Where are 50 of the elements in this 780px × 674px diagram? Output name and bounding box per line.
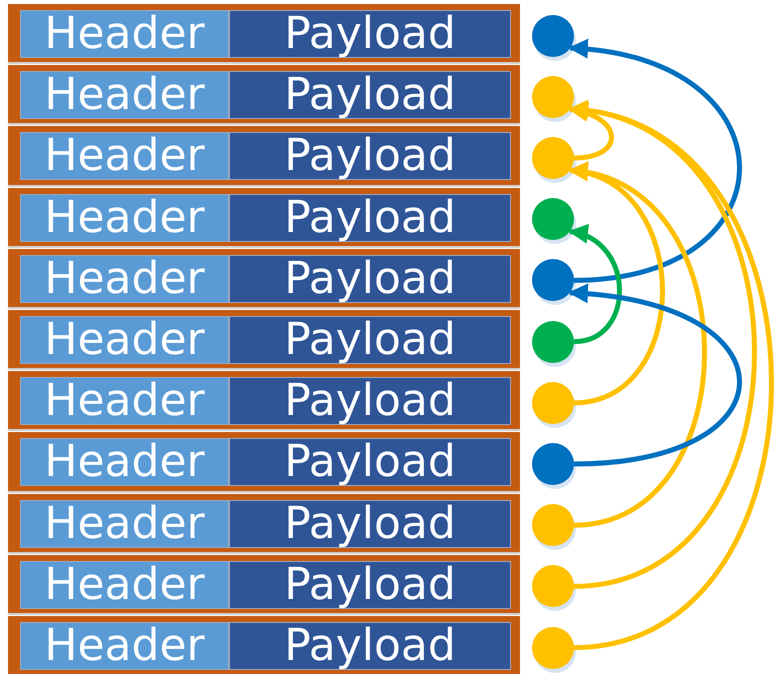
status-dot	[532, 504, 574, 546]
packet-bar	[8, 188, 520, 248]
payload-label: Payload	[284, 502, 456, 546]
arrow	[568, 103, 614, 160]
status-dot	[532, 198, 574, 240]
payload-label: Payload	[284, 256, 456, 301]
header-label: Header	[44, 379, 205, 424]
packet-bar	[8, 371, 520, 432]
status-dot	[532, 443, 574, 485]
packet-bar	[8, 126, 520, 187]
header-label: Header	[44, 624, 205, 668]
packet-bar	[8, 432, 520, 493]
status-dot	[532, 14, 574, 57]
status-dot	[532, 626, 574, 669]
status-dot	[532, 382, 574, 424]
header-label: Header	[44, 12, 205, 56]
status-dot	[532, 259, 574, 302]
packet-bar	[8, 616, 520, 674]
header-label: Header	[44, 256, 205, 301]
arrow	[568, 40, 742, 283]
header-label: Header	[44, 502, 205, 546]
packet-bar	[8, 65, 520, 126]
packet-bar	[8, 494, 520, 554]
arrow	[568, 164, 707, 528]
arrow	[568, 284, 742, 466]
header-label: Header	[44, 196, 205, 240]
status-dot	[532, 137, 574, 179]
header-label: Header	[44, 562, 205, 607]
header-label: Header	[44, 318, 205, 362]
status-dot	[532, 76, 574, 118]
payload-label: Payload	[284, 379, 456, 424]
payload-label: Payload	[284, 440, 456, 484]
payload-label: Payload	[284, 196, 456, 240]
header-label: Header	[44, 440, 205, 484]
payload-label: Payload	[284, 134, 456, 178]
header-label: Header	[44, 134, 205, 178]
packet-bar	[8, 248, 520, 309]
packet-bar	[8, 310, 520, 370]
payload-label: Payload	[284, 318, 456, 362]
payload-label: Payload	[284, 12, 456, 56]
payload-label: Payload	[284, 562, 456, 607]
header-label: Header	[44, 73, 205, 118]
arrow	[568, 226, 622, 344]
packet-bar	[8, 4, 520, 64]
status-dot	[532, 565, 574, 608]
arrow	[568, 102, 774, 650]
packet-bar	[8, 554, 520, 615]
payload-label: Payload	[284, 73, 456, 118]
status-dot	[532, 320, 574, 363]
payload-label: Payload	[284, 624, 456, 668]
